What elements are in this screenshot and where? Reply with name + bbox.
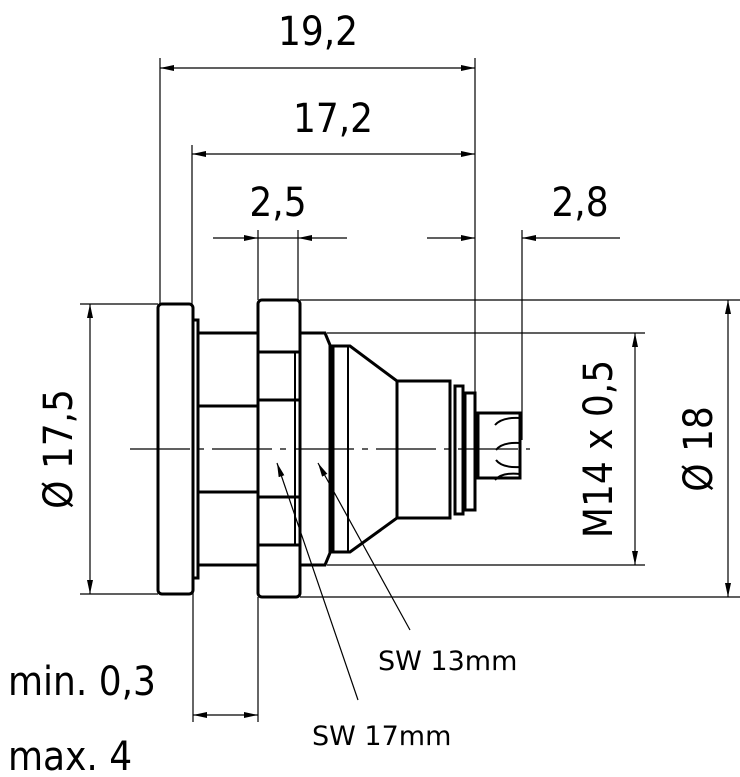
- dim-panel-max: max. 4: [8, 734, 132, 777]
- label-wrench-17: SW 17mm: [312, 721, 451, 752]
- dimension-lines: [87, 65, 731, 718]
- dim-panel-min: min. 0,3: [8, 659, 156, 705]
- extension-lines: [80, 58, 740, 722]
- wrench-leaders: [276, 462, 411, 701]
- dim-thread: M14 x 0,5: [576, 360, 622, 538]
- label-wrench-13: SW 13mm: [378, 646, 517, 677]
- dim-nut-diameter: Ø 18: [676, 406, 722, 492]
- connector-part: [130, 298, 530, 599]
- dim-pin-length: 2,8: [551, 180, 608, 226]
- dim-nut-width: 2,5: [249, 180, 306, 226]
- dim-flange-diameter: Ø 17,5: [36, 389, 82, 509]
- dim-overall-length: 19,2: [278, 9, 358, 55]
- dim-body-length: 17,2: [293, 96, 373, 142]
